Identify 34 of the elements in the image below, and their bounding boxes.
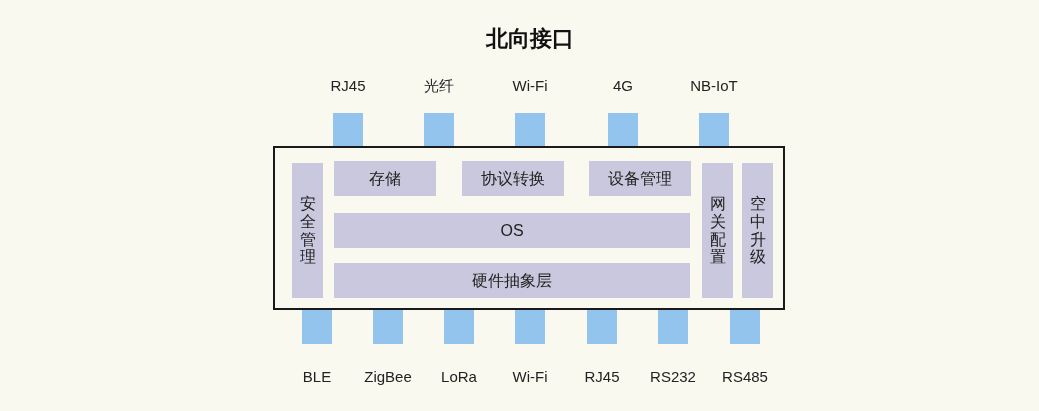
module-box: 设备管理 [589,161,691,196]
port-label: ZigBee [363,367,413,387]
port-label: NB-IoT [689,76,739,96]
port-square [302,310,332,344]
module-column: 空中升级 [742,163,773,298]
module-box: OS [334,213,690,248]
port-square [444,310,474,344]
module-box: 硬件抽象层 [334,263,690,298]
module-column: 安全管理 [292,163,323,298]
module-box: 存储 [334,161,436,196]
module-box: 协议转换 [462,161,564,196]
port-label: RJ45 [329,76,367,96]
port-square [608,113,638,146]
port-label: Wi-Fi [511,367,549,387]
port-square [730,310,760,344]
port-label: BLE [301,367,333,387]
port-label: RJ45 [583,367,621,387]
port-label: 光纤 [423,76,455,96]
port-label: Wi-Fi [511,76,549,96]
port-square [658,310,688,344]
port-square [424,113,454,146]
module-column: 网关配置 [702,163,733,298]
port-square [373,310,403,344]
port-label: RS232 [649,367,697,387]
port-square [699,113,729,146]
port-label: RS485 [721,367,769,387]
port-square [587,310,617,344]
port-square [333,113,363,146]
port-label: LoRa [440,367,478,387]
port-square [515,113,545,146]
port-label: 4G [612,76,634,96]
port-square [515,310,545,344]
diagram-title: 北向接口 [484,25,575,53]
gateway-box [273,146,785,310]
